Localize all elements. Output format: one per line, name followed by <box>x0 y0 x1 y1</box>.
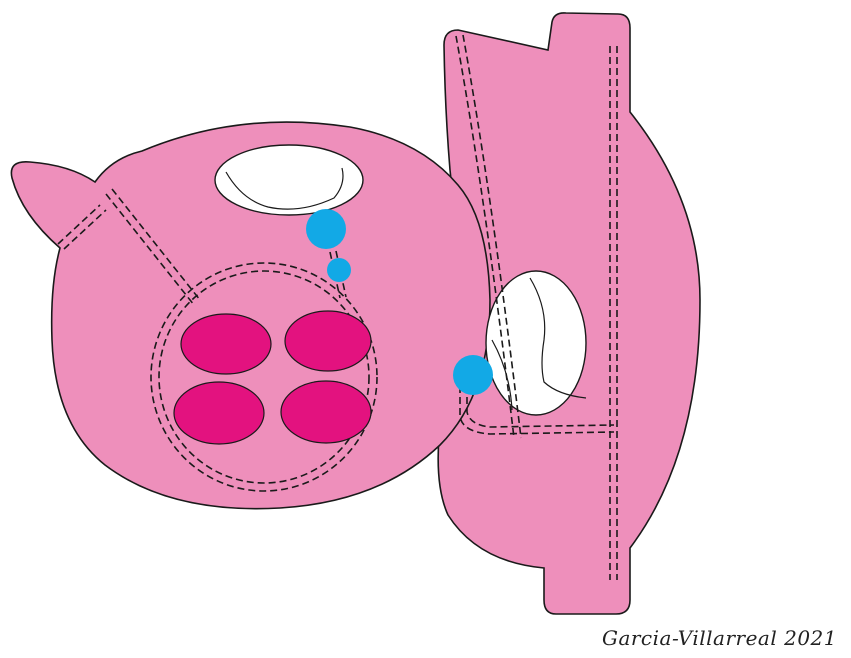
oval-top-left <box>181 314 271 374</box>
right-lumen <box>486 271 586 415</box>
oval-top-right <box>285 311 371 371</box>
oval-bottom-right <box>281 381 371 443</box>
marker-small <box>327 258 351 282</box>
marker-large-right <box>453 355 493 395</box>
upper-lumen <box>215 145 363 215</box>
marker-large-upper <box>306 209 346 249</box>
oval-bottom-left <box>174 382 264 444</box>
author-signature: Garcia-Villarreal 2021 <box>602 626 837 650</box>
